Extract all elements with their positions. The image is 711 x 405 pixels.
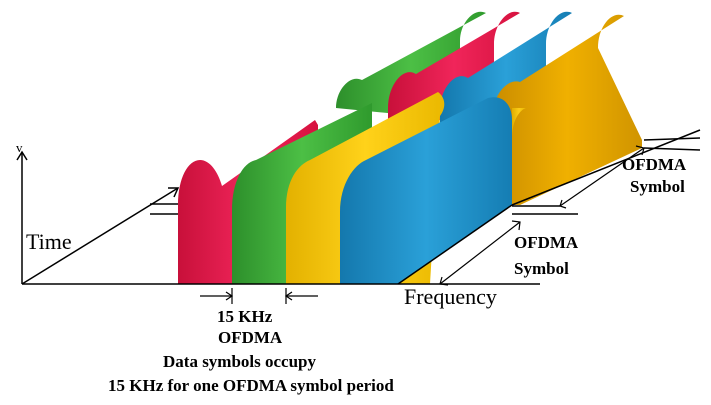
back-symbol-row — [336, 11, 642, 205]
time-axis-arrow — [168, 187, 180, 198]
frequency-label: Frequency — [404, 284, 497, 309]
caption-line2: Data symbols occupy — [163, 352, 317, 371]
dimension-arrows — [200, 145, 645, 304]
symbol-upper-arrow-head-b — [635, 145, 645, 156]
caption-line1: OFDMA — [218, 328, 283, 347]
baseline-back — [511, 129, 701, 206]
spacing-arrow-left-head — [225, 291, 234, 301]
symbol-upper-label-line1: OFDMA — [622, 155, 687, 174]
symbol-lower-arrow-head-b — [511, 220, 521, 231]
subcarrier-yellow-back-mid — [512, 108, 526, 205]
symbol-upper-arrow-head-a — [559, 199, 567, 209]
caption-line3: 15 KHz for one OFDMA symbol period — [108, 376, 394, 395]
subcarrier-blue-front — [340, 97, 512, 285]
spacing-arrow-right-head — [284, 291, 293, 301]
symbol-lower-label-line2: Symbol — [514, 259, 569, 278]
time-label: Time — [26, 229, 72, 254]
symbol-lower-label-line1: OFDMA — [514, 233, 579, 252]
symbol-upper-label-line2: Symbol — [630, 177, 685, 196]
symbol-tick-6 — [643, 147, 701, 151]
symbol-lower-arrow — [439, 221, 521, 285]
symbol-tick-5 — [643, 137, 701, 141]
front-symbol-row — [178, 92, 526, 285]
symbol-lower-arrow-head-a — [439, 276, 449, 286]
symbol-upper-arrow — [559, 147, 645, 207]
v-mark: v — [16, 140, 23, 155]
spacing-label: 15 KHz — [217, 307, 273, 326]
vertical-axis-arrow — [16, 150, 28, 161]
baseline-front-right — [397, 204, 513, 285]
axes — [16, 129, 701, 285]
subcarrier-gold-back — [492, 14, 642, 205]
